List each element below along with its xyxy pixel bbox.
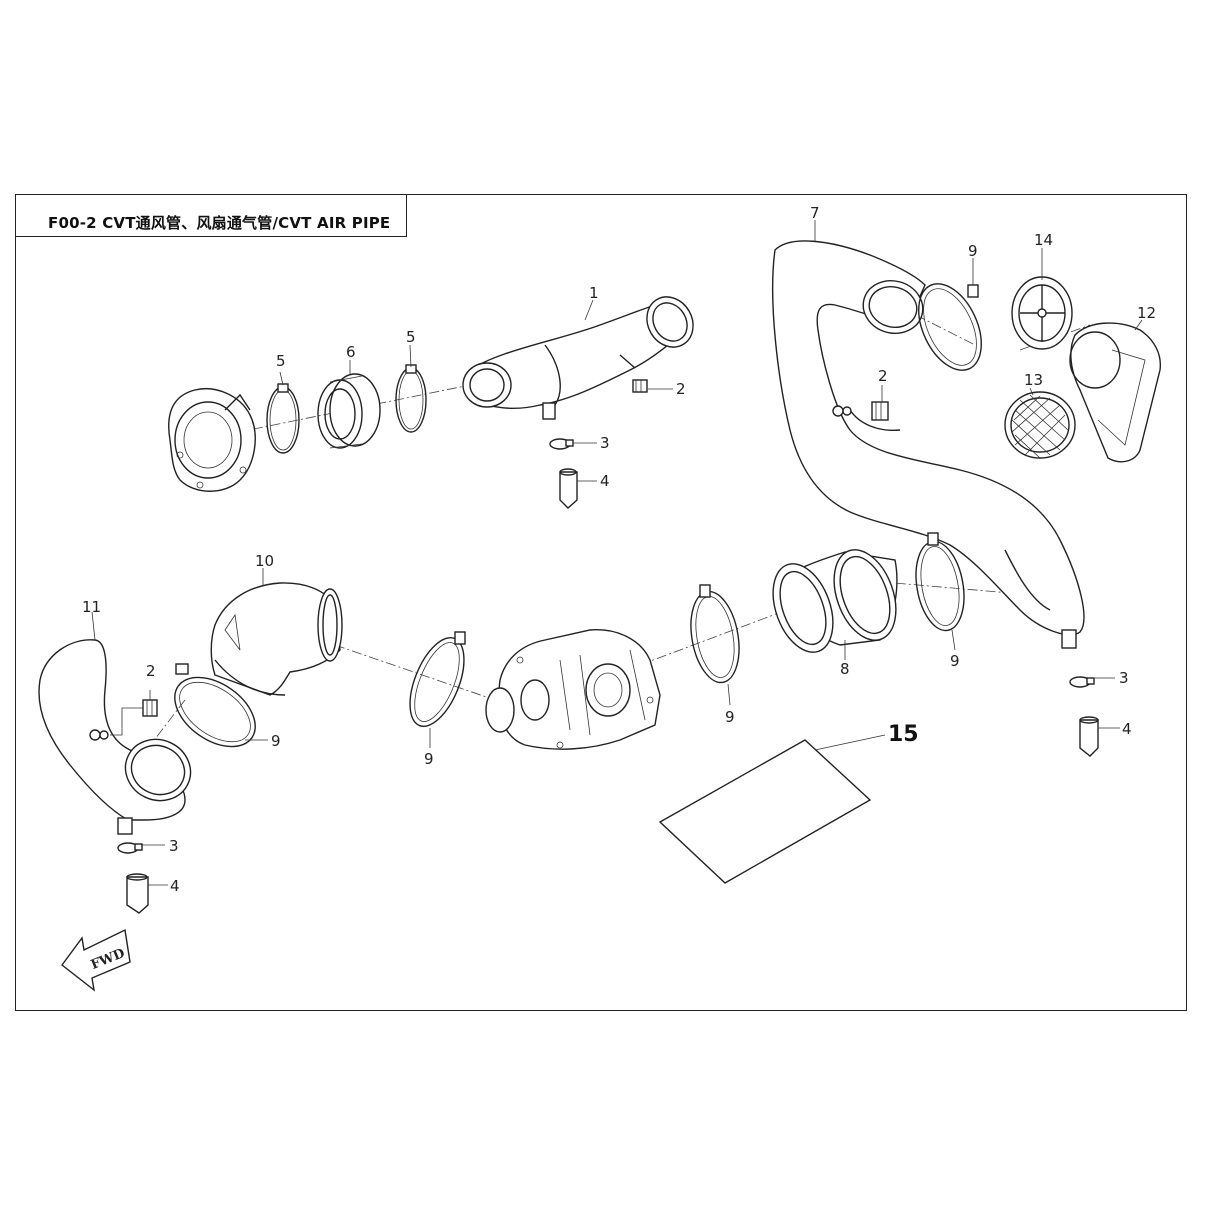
callout-4-left: 4 <box>170 877 180 895</box>
part-9-clamp-mid[interactable] <box>684 584 745 686</box>
fan-housing <box>168 388 256 492</box>
callout-10: 10 <box>255 552 274 570</box>
part-6-seal-ring[interactable] <box>317 373 381 449</box>
fwd-arrow-icon: FWD <box>61 928 131 992</box>
callout-11: 11 <box>82 598 101 616</box>
callout-6: 6 <box>346 343 356 361</box>
part-3-hose-clip-left[interactable] <box>117 842 143 854</box>
cvt-case <box>485 629 661 750</box>
part-1-cvt-air-pipe[interactable] <box>462 288 702 420</box>
callout-9-center: 9 <box>424 750 434 768</box>
part-11-air-duct[interactable] <box>38 639 201 835</box>
callout-12: 12 <box>1137 304 1156 322</box>
part-3-hose-clip-right[interactable] <box>1069 676 1095 688</box>
callout-5-left: 5 <box>276 352 286 370</box>
part-13-filter-screen[interactable] <box>1004 391 1076 459</box>
callout-7: 7 <box>810 204 820 222</box>
part-5-clamp-left[interactable] <box>266 383 300 454</box>
diagram-frame <box>15 194 1187 1011</box>
callout-4-upper: 4 <box>600 472 610 490</box>
callout-2-upper: 2 <box>676 380 686 398</box>
part-2-plug-left[interactable] <box>89 699 158 741</box>
part-12-intake-cover[interactable] <box>1069 322 1162 463</box>
part-9-clamp-center[interactable] <box>399 630 475 734</box>
callout-9-top-right: 9 <box>968 242 978 260</box>
callout-3-left: 3 <box>169 837 179 855</box>
callout-3-upper: 3 <box>600 434 610 452</box>
part-10-elbow[interactable] <box>210 582 343 696</box>
part-2-plug-right[interactable] <box>832 401 889 421</box>
callout-8: 8 <box>840 660 850 678</box>
part-3-hose-clip-upper[interactable] <box>549 438 574 450</box>
callout-1: 1 <box>589 284 599 302</box>
part-4-drain-cap-upper[interactable] <box>559 468 578 509</box>
callout-15: 15 <box>888 722 919 747</box>
part-4-drain-cap-left[interactable] <box>126 873 149 914</box>
part-5-clamp-right[interactable] <box>395 364 427 433</box>
leader-lines <box>91 220 1143 886</box>
callout-9-mid: 9 <box>725 708 735 726</box>
callout-9-mid-right: 9 <box>950 652 960 670</box>
callout-3-right: 3 <box>1119 669 1129 687</box>
callout-14: 14 <box>1034 231 1053 249</box>
callout-2-right: 2 <box>878 367 888 385</box>
part-2-plug-upper[interactable] <box>632 379 648 393</box>
part-15-label-sheet[interactable] <box>658 739 872 884</box>
callout-5-right: 5 <box>406 328 416 346</box>
callout-numbers: 1 2 2 2 3 3 3 4 4 4 5 5 6 7 8 9 9 9 9 9 … <box>82 204 1156 895</box>
callout-4-right: 4 <box>1122 720 1132 738</box>
part-8-coupling[interactable] <box>762 541 907 660</box>
part-7-intake-duct[interactable] <box>771 240 1085 649</box>
part-4-drain-cap-right[interactable] <box>1079 716 1099 757</box>
callout-2-left: 2 <box>146 662 156 680</box>
part-9-clamp-top-right[interactable] <box>906 274 994 380</box>
callout-13: 13 <box>1024 371 1043 389</box>
part-9-clamp-mid-right[interactable] <box>910 532 971 634</box>
title-box <box>15 194 407 237</box>
part-9-clamp-left[interactable] <box>162 663 268 760</box>
diagram-title: F00-2 CVT通风管、风扇通气管/CVT AIR PIPE <box>48 214 391 232</box>
callout-9-left: 9 <box>271 732 281 750</box>
part-14-grille[interactable] <box>1011 276 1073 350</box>
